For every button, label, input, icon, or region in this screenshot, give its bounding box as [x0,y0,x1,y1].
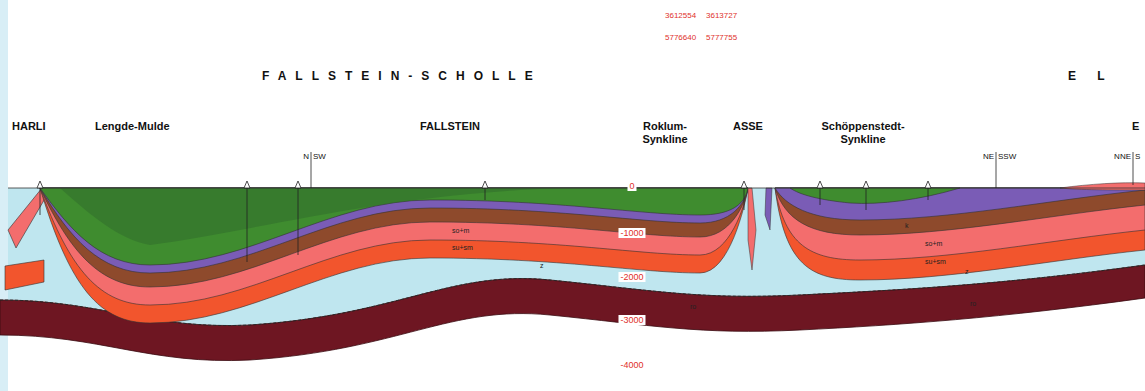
formation-label: su+sm [925,258,946,266]
depth-label: 0 [627,181,636,191]
middle-sandstone [40,188,748,305]
block-title: FALLSTEIN-SCHOLLE [262,70,542,84]
formation-label: so+m [452,227,469,235]
lower-sandstone [775,188,1145,280]
jurassic-cretaceous [40,188,748,265]
block-title: E L [1068,70,1114,84]
well [820,188,821,205]
well [247,188,248,262]
well [866,188,867,210]
direction-label: NNE [1114,152,1131,161]
direction-label: SSW [998,152,1016,161]
depth-label: -1000 [618,228,645,238]
muschelkalk [40,188,748,287]
asse-sliver [765,188,772,230]
structure-name: HARLI [12,120,46,133]
structure-name: FALLSTEIN [420,120,480,133]
structure-name: ASSE [733,120,763,133]
depth-label: -4000 [618,360,645,370]
depth-label: -2000 [618,272,645,282]
coordinate: 3613727 [706,11,737,20]
coordinate: 5777755 [706,33,737,42]
harli-block [5,260,44,290]
keuper [40,188,748,273]
direction-label: S [1135,152,1140,161]
formation-label: so+m [925,240,942,248]
formation-label: ro [970,300,976,308]
well [928,188,929,200]
depth-label: -3000 [618,315,645,325]
structure-name: Roklum- Synkline [628,120,702,145]
asse-sliver [748,188,756,270]
keuper [775,188,1145,220]
wells [37,181,931,262]
well [298,188,299,255]
structure-name: E [1132,120,1139,133]
upper-green [60,188,560,245]
bend-tick [996,152,997,188]
direction-label: SW [313,152,326,161]
formation-label: z [540,262,544,270]
bend-tick [311,152,312,188]
well [744,188,745,210]
structure-name: Schöppenstedt- Synkline [808,120,918,145]
well-symbol [37,181,931,188]
middle-sandstone [775,188,1145,260]
structure-name: Lengde-Mulde [95,120,170,133]
coordinate: 5776640 [665,33,696,42]
well [40,188,41,215]
direction-label: N [303,152,309,161]
formation-label: z [965,268,969,276]
coordinate: 3612554 [665,11,696,20]
lower-sandstone [40,188,748,323]
direction-label: NE [983,152,994,161]
well [485,188,486,200]
ground-line [8,188,1145,189]
bend-tick [1133,152,1134,185]
jurassic-cretaceous [790,188,960,203]
formation-label: k [905,222,909,230]
formation-label: ro [690,303,696,311]
outcrop [1060,183,1145,190]
muschelkalk [775,188,1145,235]
formation-label: su+sm [452,244,473,252]
